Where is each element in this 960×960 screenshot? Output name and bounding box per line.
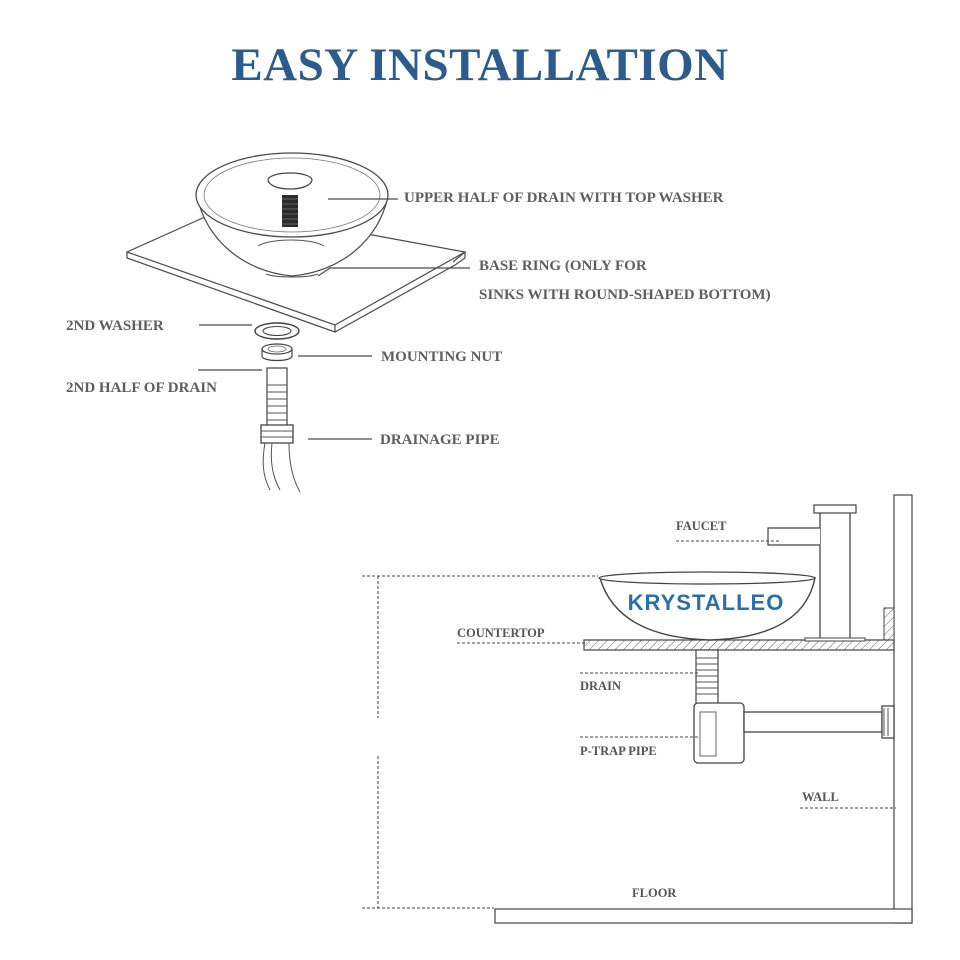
installed-view: KRYSTALLEO [362, 494, 913, 924]
second-half-drain-icon [260, 367, 294, 444]
exploded-view: UPPER HALF OF DRAIN WITH TOP WASHER BASE… [66, 152, 771, 493]
mounting-nut-icon [261, 343, 293, 362]
second-washer-icon [254, 322, 300, 340]
label-floor: FLOOR [632, 886, 677, 900]
label-second-washer: 2ND WASHER [66, 318, 164, 334]
drain-graphic [695, 649, 719, 706]
countertop-slab [125, 207, 467, 333]
height-dimension [362, 575, 598, 909]
label-second-half-drain: 2ND HALF OF DRAIN [66, 380, 217, 396]
page-title: EASY INSTALLATION [231, 39, 729, 91]
label-base-ring-line2: SINKS WITH ROUND-SHAPED BOTTOM) [479, 287, 771, 303]
brand-logo: KRYSTALLEO [628, 590, 785, 615]
vessel-sink-graphic: KRYSTALLEO [598, 571, 816, 641]
label-p-trap-pipe: P-TRAP PIPE [580, 744, 657, 758]
label-base-ring-line1: BASE RING (ONLY FOR [479, 258, 647, 274]
upper-drain-icon [267, 172, 313, 227]
floor-graphic [494, 908, 913, 924]
label-drainage-pipe: DRAINAGE PIPE [380, 432, 500, 448]
faucet-graphic [767, 504, 866, 642]
label-wall: WALL [802, 790, 839, 804]
countertop-graphic [583, 639, 895, 651]
wall-graphic [893, 494, 913, 924]
label-upper-half-drain: UPPER HALF OF DRAIN WITH TOP WASHER [404, 190, 724, 206]
label-mounting-nut: MOUNTING NUT [381, 349, 502, 365]
label-drain: DRAIN [580, 679, 621, 693]
p-trap-graphic [693, 702, 895, 764]
label-countertop: COUNTERTOP [457, 626, 545, 640]
drainage-pipe-icon [262, 442, 301, 493]
base-ring-leader [317, 267, 470, 277]
label-faucet: FAUCET [676, 519, 727, 533]
